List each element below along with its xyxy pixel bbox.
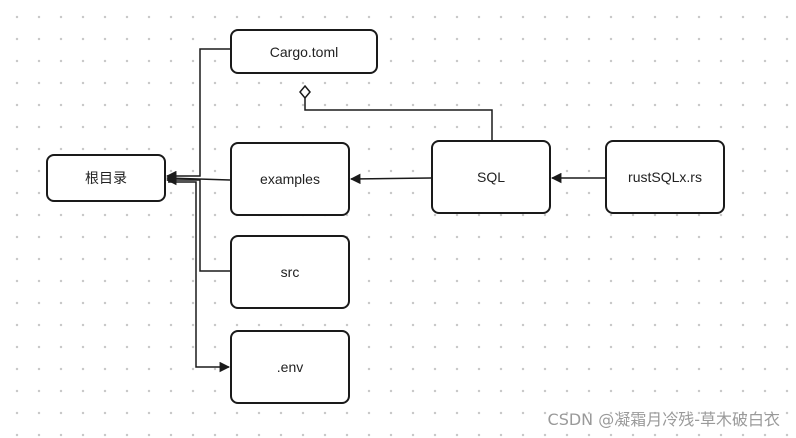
node-env[interactable]: .env xyxy=(230,330,350,404)
aggregation-diamond-icon xyxy=(299,84,311,100)
node-label: .env xyxy=(276,359,304,375)
edge-cargo-to-root xyxy=(165,48,230,182)
node-label: rustSQLx.rs xyxy=(628,169,702,185)
node-label: src xyxy=(280,264,300,280)
node-label: examples xyxy=(260,171,320,187)
node-root-directory[interactable]: 根目录 xyxy=(46,154,166,202)
node-src[interactable]: src xyxy=(230,235,350,309)
node-label: SQL xyxy=(476,169,505,185)
edge-root-to-env xyxy=(168,181,231,373)
node-examples[interactable]: examples xyxy=(230,142,350,216)
node-rust-sqlx[interactable]: rustSQLx.rs xyxy=(605,140,725,214)
edge-sql-to-cargo xyxy=(304,98,493,140)
node-label: Cargo.toml xyxy=(269,43,339,60)
edge-sql-to-examples xyxy=(349,173,432,185)
node-cargo-toml[interactable]: Cargo.toml xyxy=(230,29,378,74)
edge-src-to-root xyxy=(165,174,230,272)
watermark: CSDN @凝霜月冷残-草木破白衣 xyxy=(547,410,780,429)
node-label: 根目录 xyxy=(85,170,127,186)
edge-examples-to-root xyxy=(165,173,231,184)
node-sql[interactable]: SQL xyxy=(431,140,551,214)
